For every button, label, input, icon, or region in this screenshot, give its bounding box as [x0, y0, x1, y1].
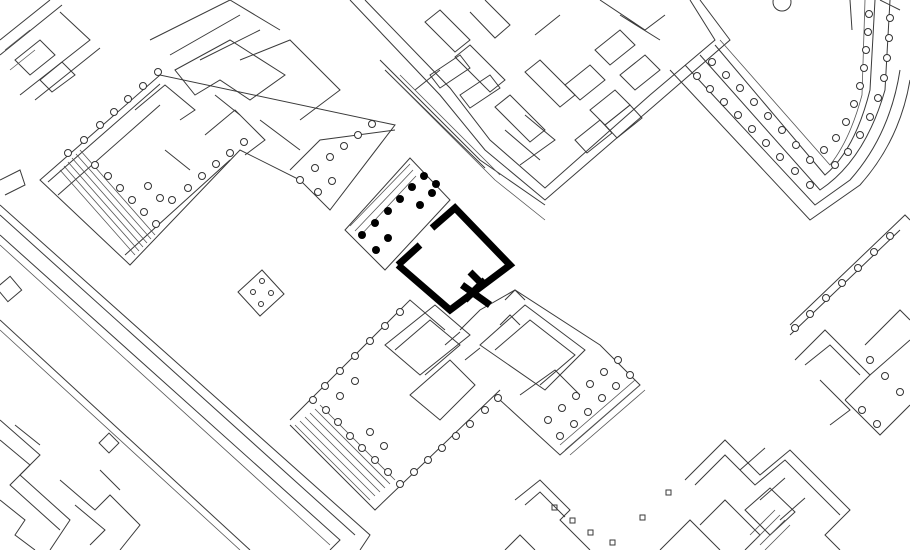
pavilion-small: [237, 269, 285, 317]
building-bottom-left: [0, 419, 141, 550]
colonnade-center-lower: [309, 308, 634, 488]
building-upper-left-complex: [39, 0, 396, 266]
colonnade-upper-left: [64, 68, 376, 228]
building-top-left-corner: [0, 0, 101, 101]
exedra-top-right: [669, 0, 910, 221]
building-center-lower: [289, 289, 646, 511]
temple-pronaos-columns: [358, 172, 440, 254]
enclosure-left-long: [0, 169, 371, 550]
building-top-center-complex: [349, 0, 731, 221]
building-bottom-right: [504, 439, 851, 550]
building-right-middle: [789, 214, 910, 436]
colonnade-exedra: [693, 10, 894, 189]
temple-highlighted: [344, 157, 516, 315]
colonnade-right-middle: [791, 232, 904, 428]
